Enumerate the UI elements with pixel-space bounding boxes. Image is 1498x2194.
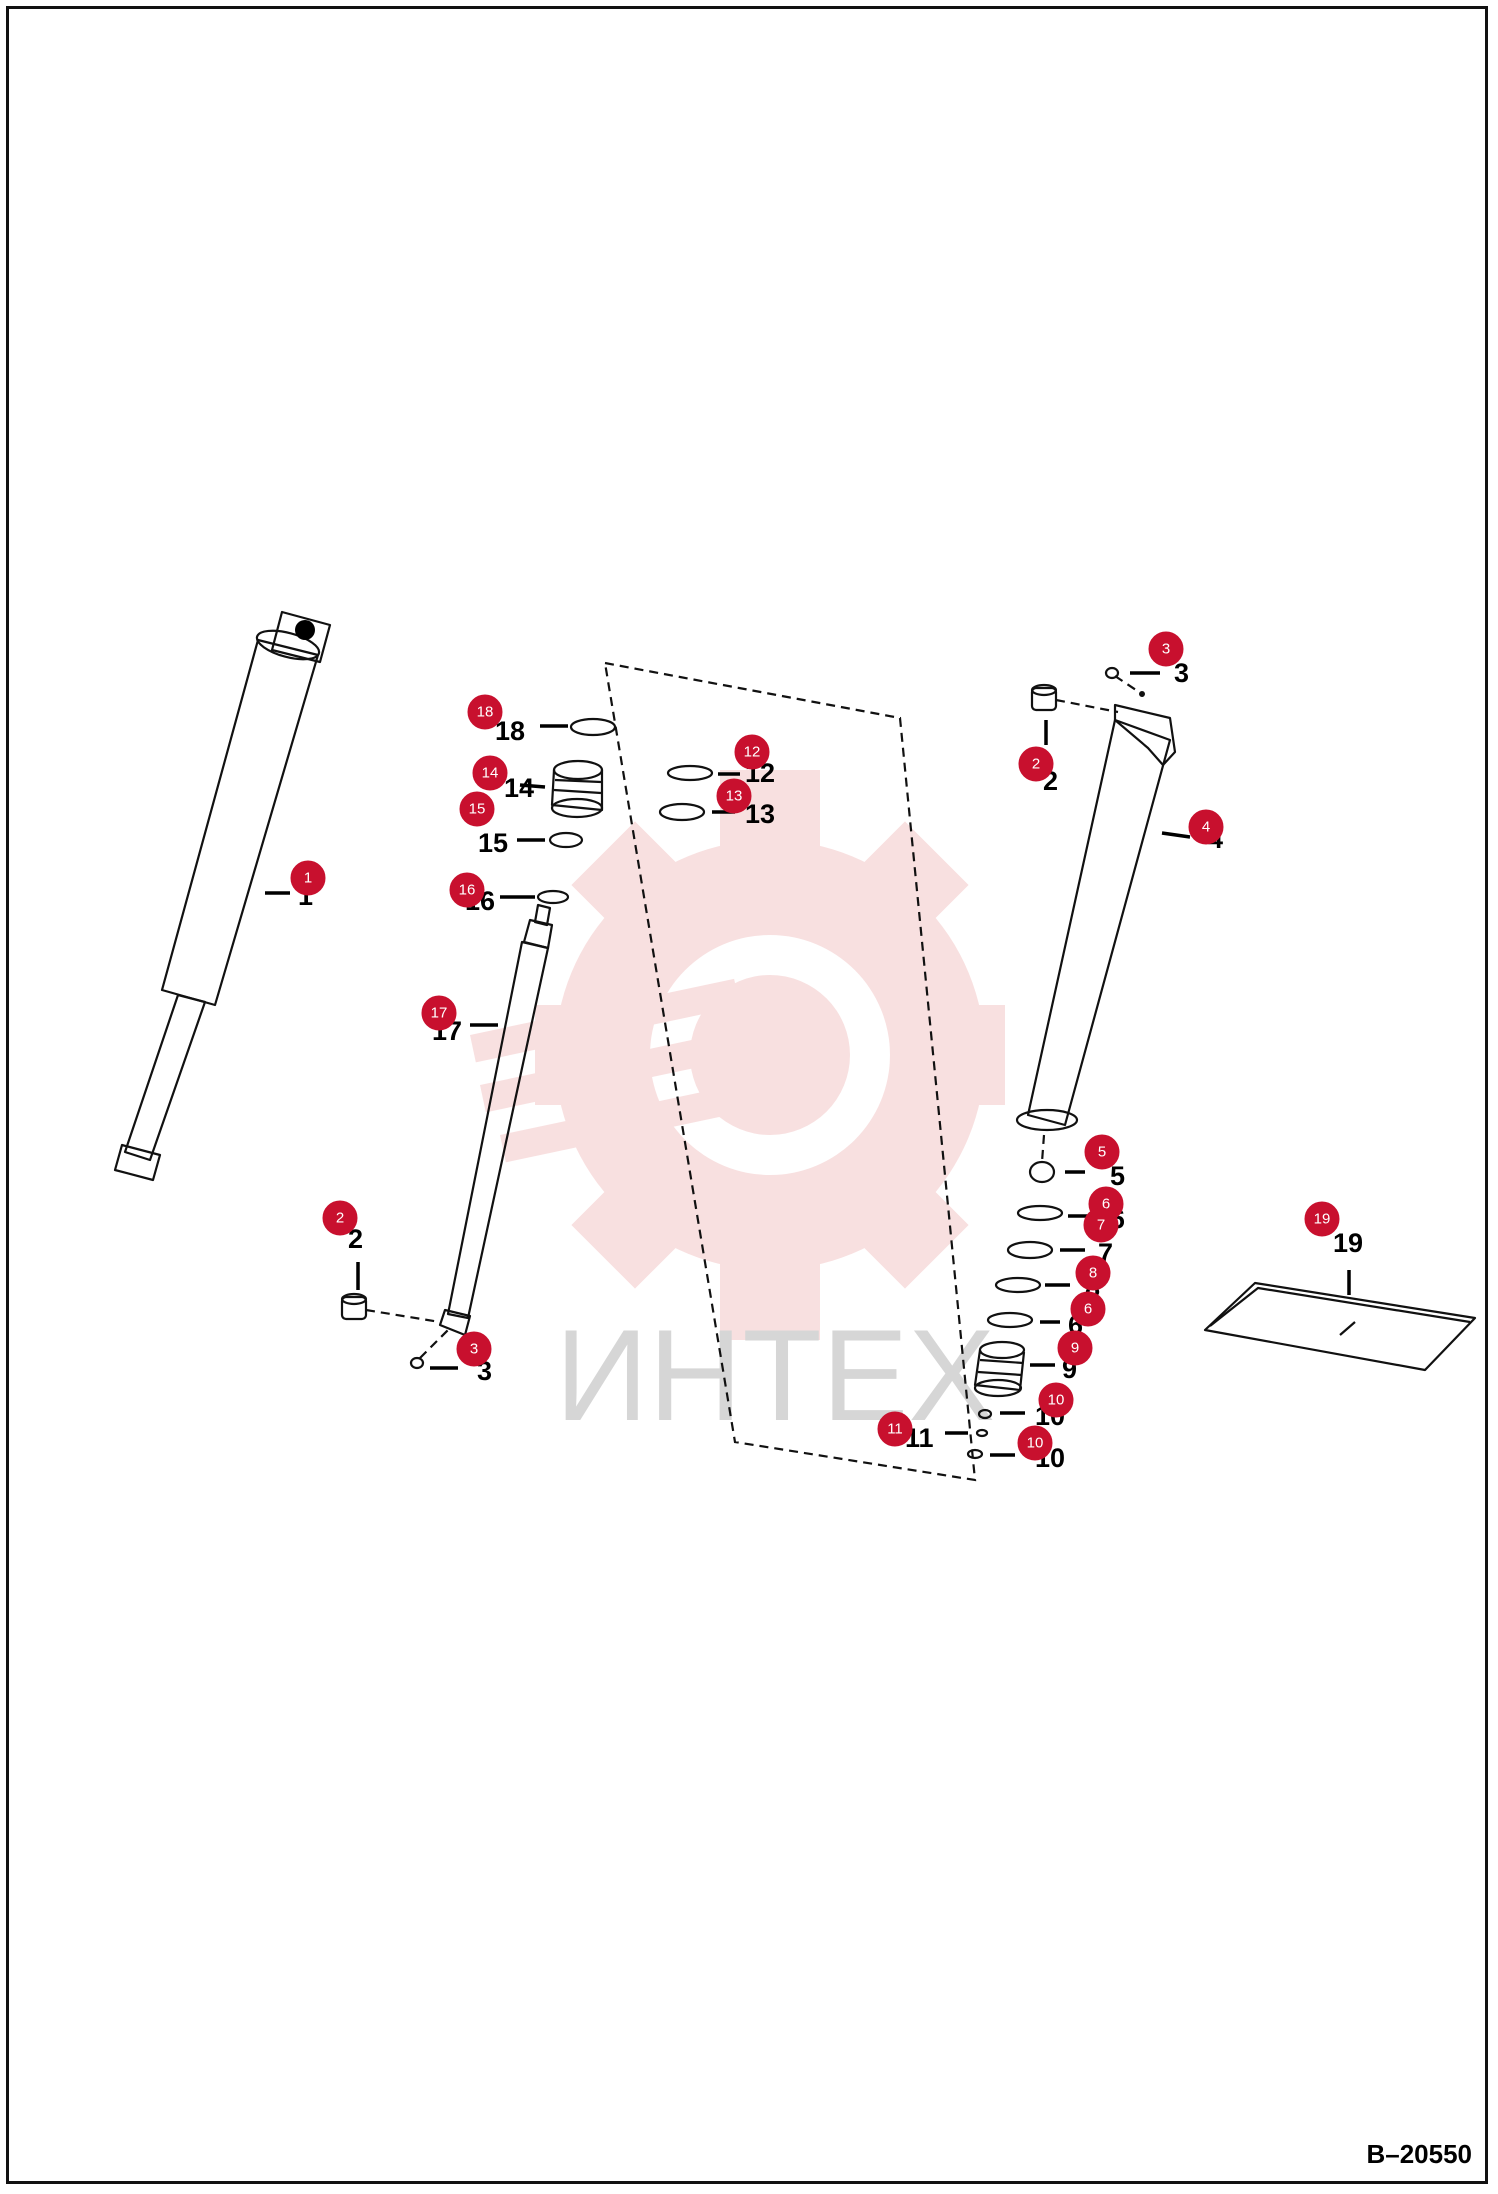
callout-badge-17[interactable]: 17 [421,995,457,1031]
svg-text:2: 2 [1032,756,1040,773]
o-ring-icon [666,764,714,782]
callout-badge-10[interactable]: 10 [1038,1382,1074,1418]
callout-badge-15[interactable]: 15 [459,791,495,827]
washer-icon [977,1408,993,1420]
piston-icon [973,1340,1026,1398]
callout-badges: 1 2 3 3 2 4 5 6 7 8 6 9 10 11 10 12 13 1… [290,631,1340,1461]
piston-rod-icon [438,903,554,1337]
svg-text:1: 1 [304,870,312,887]
cylinder-assembly-icon [113,610,332,1182]
svg-text:15: 15 [469,801,486,818]
svg-text:4: 4 [1202,819,1210,836]
callout-badge-13[interactable]: 13 [716,778,752,814]
seal-kit-packet-icon [1203,1281,1477,1372]
svg-text:6: 6 [1084,1301,1092,1318]
callout-badge-1[interactable]: 1 [290,860,326,896]
watermark-text: ИНТЕХ [555,1302,995,1448]
bushing-top-icon [340,1292,368,1306]
item-number-19: 19 [1333,1228,1363,1258]
rod-seal-icon [548,831,584,849]
callout-badge-3[interactable]: 3 [456,1331,492,1367]
callout-badge-4[interactable]: 4 [1188,809,1224,845]
wear-ring-icon [994,1276,1042,1294]
callout-badge-16[interactable]: 16 [449,872,485,908]
callout-badge-11[interactable]: 11 [877,1411,913,1447]
svg-text:14: 14 [482,765,499,782]
bushing-icon [340,1295,368,1321]
callout-badge-19[interactable]: 19 [1304,1201,1340,1237]
item-number-14: 14 [504,773,534,803]
svg-text:16: 16 [459,882,476,899]
fitting-dash-line [1114,675,1143,695]
svg-text:10: 10 [1027,1435,1044,1452]
callout-badge-5[interactable]: 5 [1084,1134,1120,1170]
piston-seal-icon [1006,1240,1054,1260]
callout-badge-8[interactable]: 8 [1075,1255,1111,1291]
item-number-15: 15 [478,828,508,858]
bushing-icon [1030,686,1058,712]
callout-badge-9[interactable]: 9 [1057,1330,1093,1366]
gland-icon [550,759,604,819]
nut-icon [1028,1160,1056,1184]
svg-text:13: 13 [726,788,743,805]
fitting-dash-line [419,1329,449,1359]
callout-badge-14[interactable]: 14 [472,755,508,791]
buffer-ring-icon [536,889,570,905]
svg-text:6: 6 [1102,1196,1110,1213]
svg-text:19: 19 [1314,1211,1331,1228]
backup-ring-icon [658,802,706,822]
svg-text:12: 12 [744,744,761,761]
stack-dash-line [1040,1134,1046,1163]
drawing-code: B–20550 [1366,2139,1472,2169]
cylinder-barrel-icon [1015,691,1177,1132]
item-number-13: 13 [745,799,775,829]
parts-kit-group-outline [603,661,977,1482]
item-number-3: 3 [1174,658,1189,688]
svg-text:17: 17 [431,1005,448,1022]
svg-text:11: 11 [887,1421,903,1438]
callout-badge-2[interactable]: 2 [322,1200,358,1236]
grease-fitting-icon [1104,666,1120,680]
wiper-seal-icon [569,717,617,737]
item-number-2: 2 [348,1224,363,1254]
callout-badge-10[interactable]: 10 [1017,1425,1053,1461]
svg-text:18: 18 [477,704,494,721]
svg-text:3: 3 [1162,641,1170,658]
seal-ring-icon [1016,1204,1064,1222]
svg-text:10: 10 [1048,1392,1065,1409]
bushing-top-icon [1030,683,1058,697]
callout-badge-7[interactable]: 7 [1083,1207,1119,1243]
callout-badge-12[interactable]: 12 [734,734,770,770]
svg-text:3: 3 [470,1341,478,1358]
callout-badge-3[interactable]: 3 [1148,631,1184,667]
setscrew-icon [966,1448,984,1460]
svg-text:5: 5 [1098,1144,1106,1161]
grease-fitting-icon [409,1356,425,1370]
svg-text:9: 9 [1071,1340,1079,1357]
seal-ring-icon [986,1311,1034,1329]
callout-badge-6[interactable]: 6 [1070,1291,1106,1327]
leader-lines [265,671,1351,1457]
item-number-5: 5 [1110,1161,1125,1191]
bushing-dash-line [365,1308,441,1324]
bushing-dash-line [1055,698,1119,714]
svg-text:8: 8 [1089,1265,1097,1282]
svg-text:7: 7 [1097,1217,1105,1234]
svg-text:2: 2 [336,1210,344,1227]
watermark-gear-icon [469,770,1005,1340]
ball-icon [975,1428,989,1438]
callout-badge-18[interactable]: 18 [467,694,503,730]
callout-badge-2[interactable]: 2 [1018,746,1054,782]
